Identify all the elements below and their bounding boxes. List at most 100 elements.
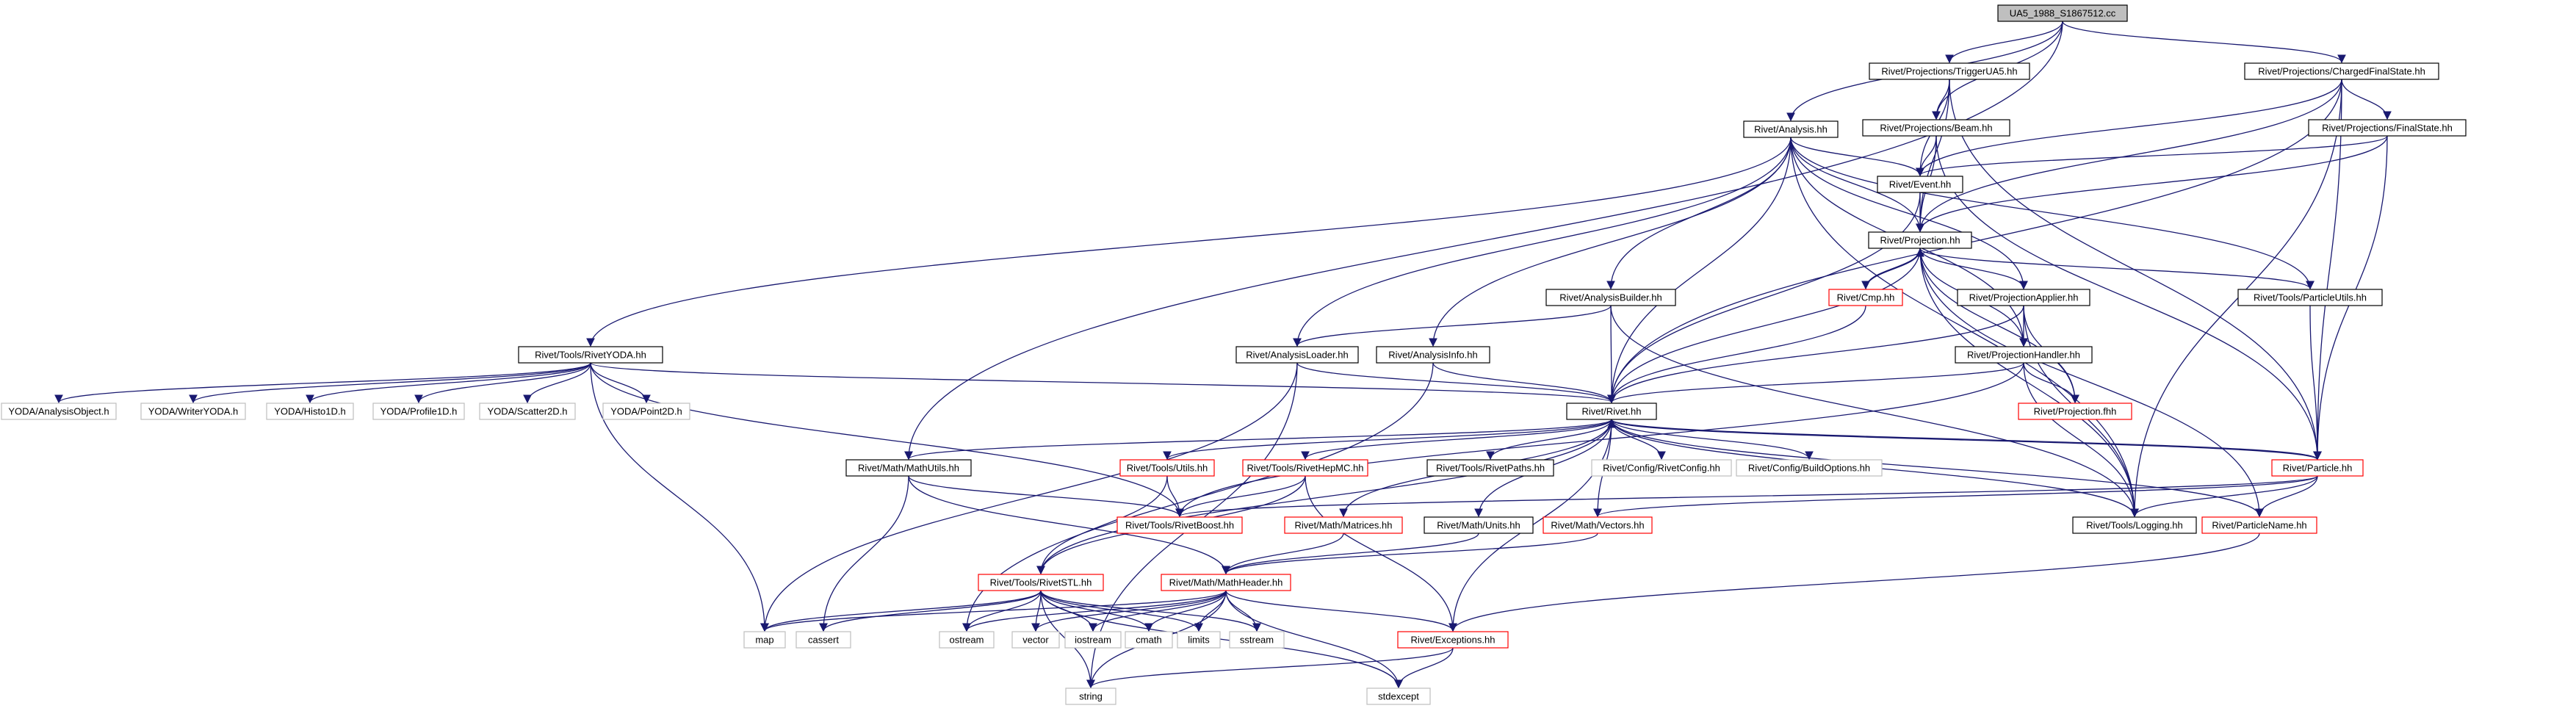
- node-iostream: iostream: [1064, 631, 1122, 649]
- node-logging[interactable]: Rivet/Tools/Logging.hh: [2072, 516, 2197, 534]
- node-beam[interactable]: Rivet/Projections/Beam.hh: [1862, 119, 2010, 137]
- node-rivetboost[interactable]: Rivet/Tools/RivetBoost.hh: [1116, 516, 1243, 534]
- node-label: Rivet/Tools/Utils.hh: [1127, 463, 1208, 474]
- edge-analysis-to-rivetyoda: [586, 137, 1792, 347]
- node-label: iostream: [1075, 635, 1111, 646]
- node-label: Rivet/Projections/Beam.hh: [1880, 123, 1992, 134]
- edge-cmp-to-projection: [1865, 248, 1924, 290]
- node-box: [795, 631, 851, 649]
- node-label: Rivet/Projection.hh: [1880, 235, 1960, 246]
- node-box: [1011, 631, 1060, 649]
- edge-mathheader-to-sstream: [1225, 590, 1261, 632]
- edge-beam-to-particle: [1935, 135, 2322, 461]
- node-particlename[interactable]: Rivet/ParticleName.hh: [2201, 516, 2317, 534]
- node-box: [2308, 119, 2467, 137]
- node-box: [1426, 459, 1554, 477]
- node-mathheader[interactable]: Rivet/Math/MathHeader.hh: [1161, 574, 1291, 591]
- node-analysisloader[interactable]: Rivet/AnalysisLoader.hh: [1235, 346, 1359, 364]
- node-matrices[interactable]: Rivet/Math/Matrices.hh: [1284, 516, 1403, 534]
- node-particle[interactable]: Rivet/Particle.hh: [2271, 459, 2364, 477]
- node-projapplier[interactable]: Rivet/ProjectionApplier.hh: [1957, 289, 2090, 306]
- edge-particle-to-rivetboost: [1175, 475, 2318, 518]
- node-label: Rivet/AnalysisLoader.hh: [1246, 350, 1348, 361]
- node-ys2d: YODA/Scatter2D.h: [479, 403, 576, 420]
- node-exceptions[interactable]: Rivet/Exceptions.hh: [1397, 631, 1509, 649]
- edge-particle-to-particlename: [2255, 475, 2318, 518]
- node-event[interactable]: Rivet/Event.hh: [1877, 176, 1963, 193]
- node-label: map: [755, 635, 773, 646]
- edge-particle-to-logging: [2130, 475, 2318, 518]
- node-ypt2d: YODA/Point2D.h: [602, 403, 690, 420]
- edge-rivetyoda-to-map: [590, 362, 769, 632]
- node-units[interactable]: Rivet/Math/Units.hh: [1424, 516, 1534, 534]
- node-box: [1743, 120, 1839, 138]
- node-rivetconfig: Rivet/Config/RivetConfig.hh: [1591, 459, 1732, 477]
- edge-analysis-to-analysisbuilder: [1606, 137, 1792, 290]
- node-box: [372, 403, 465, 420]
- node-box: [1116, 516, 1243, 534]
- edge-particleutils-to-particle: [2309, 305, 2322, 461]
- node-cmath: cmath: [1125, 631, 1173, 649]
- node-buildopts: Rivet/Config/BuildOptions.hh: [1736, 459, 1883, 477]
- edge-rivetyoda-to-yp1d: [414, 362, 591, 404]
- edge-projhandler-to-projfhh: [2023, 362, 2079, 404]
- node-rivetstl[interactable]: Rivet/Tools/RivetSTL.hh: [978, 574, 1104, 591]
- node-box: [1877, 176, 1963, 193]
- edge-finalstate-to-projection: [1916, 135, 2388, 233]
- node-rivethh[interactable]: Rivet/Rivet.hh: [1566, 403, 1657, 420]
- node-finalstate[interactable]: Rivet/Projections/FinalState.hh: [2308, 119, 2467, 137]
- node-label: YODA/AnalysisObject.h: [8, 406, 109, 417]
- edge-rivetstl-to-map: [760, 590, 1042, 632]
- node-vectors[interactable]: Rivet/Math/Vectors.hh: [1543, 516, 1653, 534]
- edge-particle-to-rivethh: [1607, 419, 2318, 461]
- node-trigger[interactable]: Rivet/Projections/TriggerUA5.hh: [1869, 62, 2030, 80]
- node-hepmc[interactable]: Rivet/Tools/RivetHepMC.hh: [1242, 459, 1368, 477]
- edge-mathheader-to-vector: [1031, 590, 1227, 632]
- node-analysisinfo[interactable]: Rivet/AnalysisInfo.hh: [1376, 346, 1490, 364]
- node-box: [1955, 346, 2093, 364]
- node-rivetpaths[interactable]: Rivet/Tools/RivetPaths.hh: [1426, 459, 1554, 477]
- node-cmp[interactable]: Rivet/Cmp.hh: [1828, 289, 1903, 306]
- node-label: Rivet/Tools/RivetPaths.hh: [1436, 463, 1545, 474]
- node-box: [1125, 631, 1173, 649]
- node-label: Rivet/Math/Matrices.hh: [1295, 520, 1393, 531]
- node-root[interactable]: UA5_1988_S1867512.cc: [1997, 4, 2128, 22]
- node-label: YODA/Profile1D.h: [380, 406, 458, 417]
- node-charged[interactable]: Rivet/Projections/ChargedFinalState.hh: [2244, 62, 2439, 80]
- node-box: [1229, 631, 1285, 649]
- node-rivetyoda[interactable]: Rivet/Tools/RivetYODA.hh: [518, 346, 663, 364]
- node-analysisbuilder[interactable]: Rivet/AnalysisBuilder.hh: [1545, 289, 1676, 306]
- edge-charged-to-finalstate: [2341, 79, 2392, 120]
- node-projfhh[interactable]: Rivet/Projection.fhh: [2018, 403, 2132, 420]
- node-box: [1177, 631, 1221, 649]
- node-utils[interactable]: Rivet/Tools/Utils.hh: [1119, 459, 1215, 477]
- node-label: Rivet/Math/MathHeader.hh: [1169, 577, 1283, 588]
- node-particleutils[interactable]: Rivet/Tools/ParticleUtils.hh: [2237, 289, 2383, 306]
- edge-rivetyoda-to-ypt2d: [590, 362, 651, 404]
- node-box: [1868, 231, 1972, 249]
- node-projection[interactable]: Rivet/Projection.hh: [1868, 231, 1972, 249]
- edge-vectors-to-mathheader: [1222, 533, 1598, 575]
- edge-analysis-to-particleutils: [1790, 137, 2315, 290]
- node-label: Rivet/Cmp.hh: [1837, 292, 1895, 303]
- node-label: Rivet/Projections/FinalState.hh: [2322, 123, 2453, 134]
- node-label: Rivet/Projections/TriggerUA5.hh: [1881, 66, 2017, 77]
- node-label: YODA/WriterYODA.h: [148, 406, 239, 417]
- node-ostream: ostream: [939, 631, 995, 649]
- edge-units-to-mathheader: [1222, 533, 1479, 575]
- node-label: YODA/Histo1D.h: [274, 406, 346, 417]
- node-box: [2237, 289, 2383, 306]
- edge-mathutils-to-cassert: [819, 475, 909, 632]
- edge-rivetyoda-to-rivethh: [590, 362, 1616, 404]
- node-box: [266, 403, 354, 420]
- edge-mathheader-to-exceptions: [1225, 590, 1457, 632]
- edge-rivethh-to-buildopts: [1611, 419, 1814, 461]
- nodes-layer: UA5_1988_S1867512.ccRivet/Projections/Tr…: [1, 4, 2467, 705]
- node-mathutils[interactable]: Rivet/Math/MathUtils.hh: [845, 459, 972, 477]
- edge-rivethh-to-particle: [1611, 419, 2322, 461]
- node-box: [1424, 516, 1534, 534]
- node-string: string: [1065, 687, 1116, 705]
- node-analysis[interactable]: Rivet/Analysis.hh: [1743, 120, 1839, 138]
- node-projhandler[interactable]: Rivet/ProjectionHandler.hh: [1955, 346, 2093, 364]
